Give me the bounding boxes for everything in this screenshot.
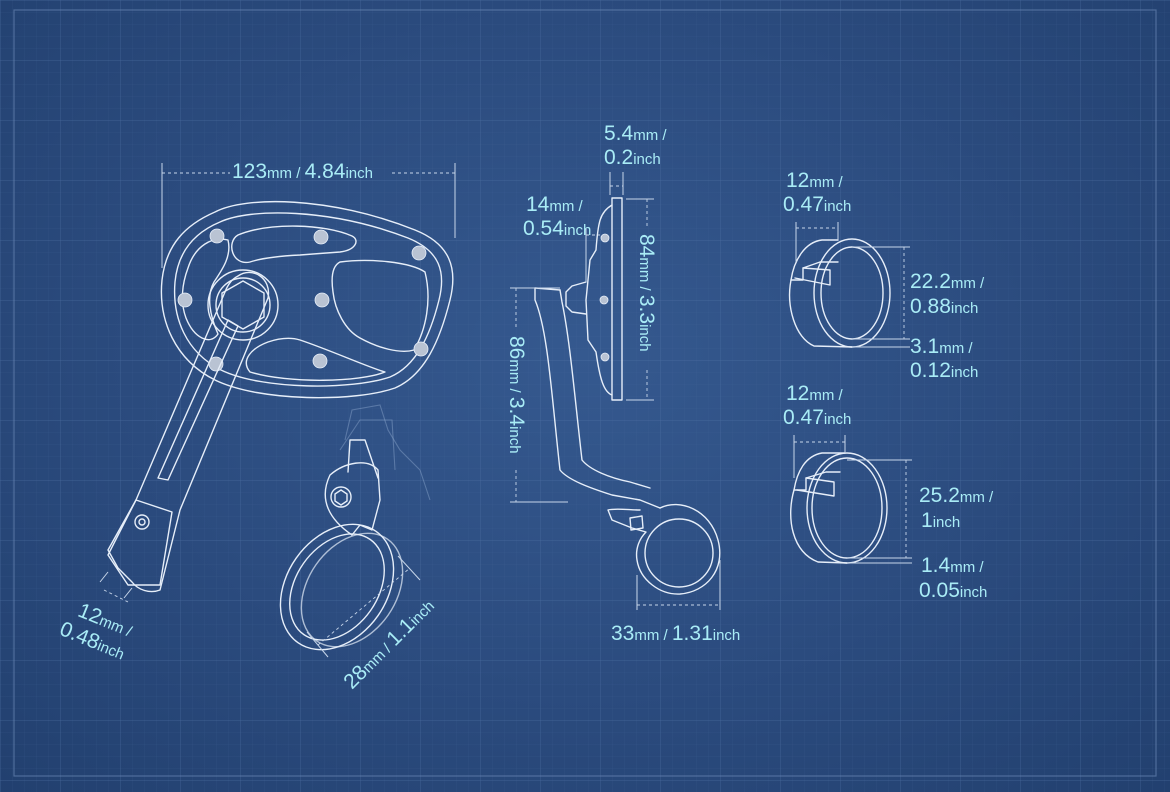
side-clamp-screw [629,515,644,531]
mirror-center-boss-inner [215,277,271,333]
clamp-ring-inner [289,533,385,641]
svg-text:14mm /: 14mm / [526,193,584,216]
side-clamp-hole [644,518,714,588]
dim-shim-a-inner: 22.2mm / 0.88inch [910,270,985,318]
housing-bolt-icon [413,341,429,357]
svg-text:0.54inch: 0.54inch [523,217,591,240]
clamp-stem [347,439,379,479]
housing-pocket-top [231,225,357,263]
svg-text:0.2inch: 0.2inch [604,146,661,169]
dim-shim-b-inner: 25.2mm / 1inch [919,484,994,532]
shim-b-body [790,489,848,564]
mirror-arm-slot [157,319,239,481]
dim-mount-depth: 14mm / 0.54inch [523,193,591,240]
dim-mirror-width: 123mm / 4.84inch [232,160,373,183]
shim-a-body [790,239,839,281]
clamp-ring-outer [279,523,395,651]
svg-text:0.05inch: 0.05inch [919,579,987,602]
housing-pocket-left [181,238,230,341]
dim-arm-width: 12mm / 0.48inch [56,599,134,664]
dim-shim-b-width: 12mm / 0.47inch [783,382,851,429]
dimension-lines [99,163,912,658]
clamp-ghost-outline [339,419,396,471]
svg-text:0.88inch: 0.88inch [910,295,978,318]
svg-text:12mm /: 12mm / [786,169,844,192]
clamp-hex-bolt-icon [330,486,352,508]
housing-bolt-icon [313,229,329,245]
mirror-glass-side [611,197,623,401]
side-arm [534,287,661,509]
housing-bolt-icon [314,292,330,308]
dim-clamp-diameter: 28mm / 1.1inch [339,594,438,693]
svg-text:12mm /: 12mm / [786,382,844,405]
arm-foot-hole-inner [138,518,146,526]
blueprint-frame [13,9,1157,777]
arm-foot-hole [134,514,150,530]
shim-a-gap [794,267,831,286]
mirror-housing-outline [160,200,454,399]
shim-a-body [788,279,853,348]
shim-a-front-outer [813,238,891,348]
housing-pocket-bottom [245,337,386,381]
dim-glass-thickness: 5.4mm / 0.2inch [604,122,667,169]
svg-text:3.1mm /: 3.1mm / [910,335,973,358]
housing-pocket-right [331,259,429,352]
shim-a-front-inner [820,246,884,340]
ball-joint [565,281,587,315]
dim-clamp-width: 33mm / 1.31inch [611,622,740,645]
clamp-body [324,462,381,536]
dim-shim-a-width: 12mm / 0.47inch [783,169,851,216]
side-clamp-body [607,503,721,595]
svg-text:22.2mm /: 22.2mm / [910,270,985,293]
svg-text:25.2mm /: 25.2mm / [919,484,994,507]
dim-mirror-height: 84mm / 3.3inch [635,234,658,352]
housing-bolt-icon [177,292,193,308]
svg-text:0.47inch: 0.47inch [783,193,851,216]
arm-foot [107,499,173,586]
shim-b-view [790,452,888,564]
housing-bolt-icon [411,245,427,261]
clamp-ghost-outline [344,404,431,501]
clamp-ring-back [300,532,404,648]
mirror-side-view [534,197,721,595]
handlebar-clamp-view [279,404,431,651]
shim-b-gap [796,477,835,497]
shim-a-view [788,238,891,348]
svg-text:1inch: 1inch [921,509,960,532]
mirror-front-view [107,200,454,593]
dim-shim-a-wall: 3.1mm / 0.12inch [910,335,978,382]
side-arm-inner [559,289,651,489]
housing-bolt-icon [599,295,609,305]
dimension-labels: 123mm / 4.84inch 12mm / 0.48inch 28mm / … [56,122,994,694]
svg-text:0.47inch: 0.47inch [783,406,851,429]
mirror-back-housing [585,204,613,396]
mirror-arm [107,271,270,593]
svg-text:5.4mm /: 5.4mm / [604,122,667,145]
boss-hex [221,280,265,330]
mirror-housing-inner [173,212,443,387]
housing-bolt-icon [209,228,225,244]
housing-bolt-icon [600,233,610,243]
svg-text:1.4mm /: 1.4mm / [921,554,984,577]
shim-b-body [793,452,846,491]
housing-bolt-icon [600,352,610,362]
svg-text:0.12inch: 0.12inch [910,359,978,382]
shim-b-front-outer [806,452,888,564]
mirror-center-boss [207,269,279,341]
housing-bolt-icon [312,353,328,369]
dim-arm-height: 86mm / 3.4inch [505,336,528,454]
dim-shim-b-wall: 1.4mm / 0.05inch [919,554,987,602]
